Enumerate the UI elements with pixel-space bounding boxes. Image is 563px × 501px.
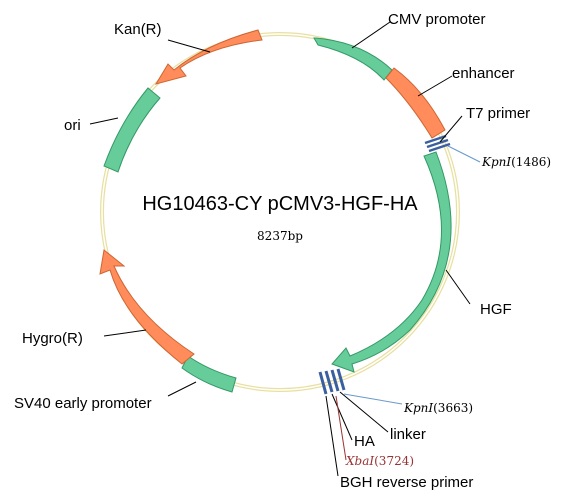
feature-ori [103, 87, 161, 173]
label-xba: XbaI(3724) [345, 454, 414, 468]
feature-cmv-promoter [313, 37, 393, 81]
feature-enhancer [385, 67, 446, 139]
label-hygro: Hygro(R) [22, 330, 83, 347]
xba-leader [335, 395, 347, 461]
t7-kpn1-site-marks [424, 134, 451, 153]
bottom-site-marks [318, 368, 346, 395]
label-kan: Kan(R) [114, 21, 162, 38]
backbone-inner-line [101, 33, 459, 391]
label-ha: HA [354, 433, 375, 450]
feature-kan [154, 29, 263, 85]
leader-lines [89, 21, 471, 477]
label-enhancer: enhancer [452, 65, 515, 82]
label-kpn1: KpnI(1486) [481, 155, 551, 169]
kpn2-pos: (3663) [433, 401, 473, 415]
feature-hgf [331, 151, 452, 373]
label-hgf: HGF [480, 301, 512, 318]
label-sv40: SV40 early promoter [14, 395, 152, 412]
kpn1-leader [447, 145, 481, 163]
kpn1-name: KpnI [481, 155, 511, 169]
feature-hygro [99, 249, 195, 365]
plasmid-size: 8237bp [257, 229, 303, 243]
feature-sv40 [181, 355, 237, 393]
kpn2-name: KpnI [403, 401, 433, 415]
kpn2-leader [343, 393, 403, 405]
label-linker: linker [390, 426, 426, 443]
kpn1-pos: (1486) [511, 155, 551, 169]
label-kpn2: KpnI(3663) [403, 401, 473, 415]
label-bgh-reverse-primer: BGH reverse primer [340, 474, 473, 491]
label-cmv-promoter: CMV promoter [388, 11, 486, 28]
label-t7-primer: T7 primer [466, 105, 530, 122]
label-ori: ori [64, 117, 81, 134]
plasmid-title: HG10463-CY pCMV3-HGF-HA [142, 193, 418, 215]
xba-pos: (3724) [374, 454, 414, 468]
xba-name: XbaI [345, 454, 374, 468]
